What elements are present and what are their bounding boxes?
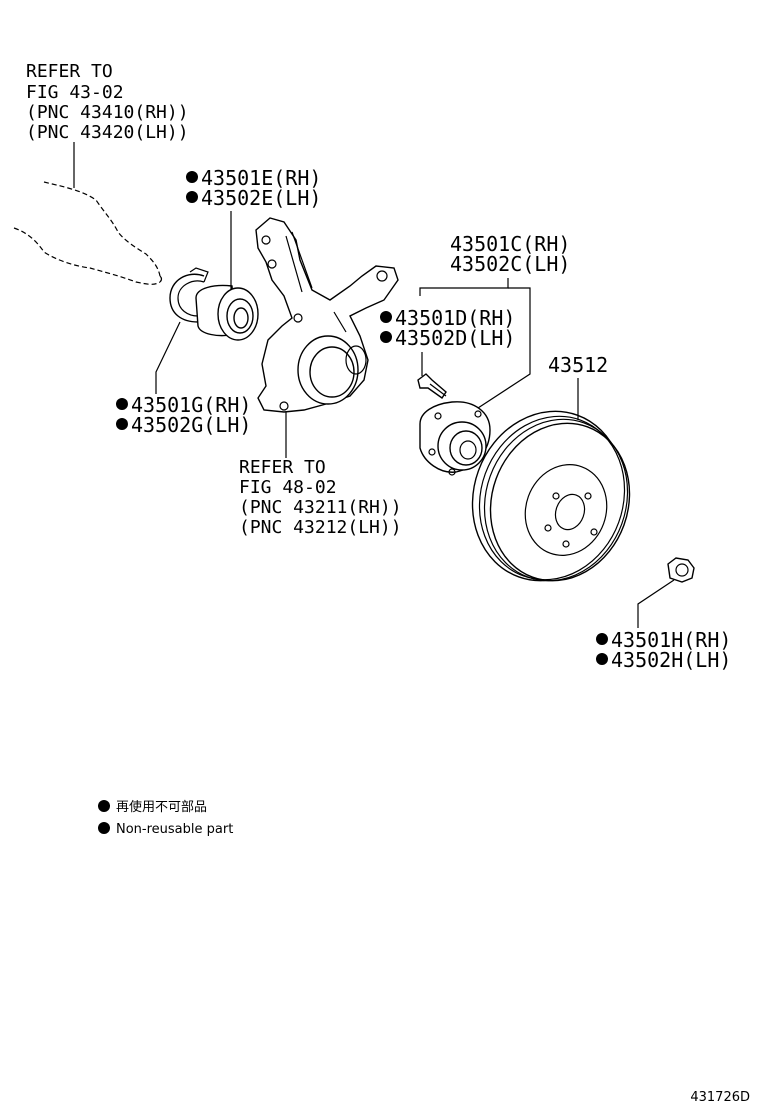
non-reusable-dot [380, 311, 392, 323]
hub-lh-number: 43502C(LH) [450, 252, 570, 276]
bearing-lh-number: 43502E(LH) [201, 186, 321, 210]
snap-ring-rh-number: 43501G(RH) [131, 393, 251, 417]
refer-knuckle-note: REFER TO FIG 48-02 (PNC 43211(RH)) (PNC … [239, 412, 402, 538]
disc-number: 43512 [548, 353, 608, 377]
hub-bracket-right [477, 287, 531, 409]
refer-knuckle-line-4: (PNC 43212(LH)) [239, 517, 402, 538]
legend-japanese-text: 再使用不可部品 [116, 799, 207, 815]
non-reusable-dot [116, 418, 128, 430]
snap-ring-lh-number: 43502G(LH) [131, 413, 251, 437]
refer-knuckle-line-3: (PNC 43211(RH)) [239, 497, 402, 518]
nut-part-label: 43501H(RH) 43502H(LH) [596, 579, 731, 672]
refer-shaft-line-4: (PNC 43420(LH)) [26, 122, 189, 143]
non-reusable-dot [596, 653, 608, 665]
refer-drive-shaft-note: REFER TO FIG 43-02 (PNC 43410(RH)) (PNC … [26, 61, 189, 188]
drive-shaft-drawing [13, 181, 163, 285]
refer-knuckle-line-1: REFER TO [239, 457, 326, 478]
axle-hub-drawing [419, 401, 491, 476]
non-reusable-dot [596, 633, 608, 645]
refer-shaft-line-2: FIG 43-02 [26, 82, 124, 103]
figure-id: 431726D [690, 1090, 750, 1105]
non-reusable-dot [186, 191, 198, 203]
brake-disc-drawing [471, 410, 631, 582]
hub-bolt-rh-number: 43501D(RH) [395, 306, 515, 330]
legend-dot-icon [98, 800, 110, 812]
hub-nut-drawing [667, 557, 695, 583]
legend-dot-icon [98, 822, 110, 834]
hub-bracket-left [419, 278, 509, 296]
hub-bolt-lh-number: 43502D(LH) [395, 326, 515, 350]
wheel-bearing-drawing [195, 284, 259, 341]
bearing-rh-number: 43501E(RH) [201, 166, 321, 190]
legend-english-text: Non-reusable part [116, 822, 233, 837]
snap-ring-part-label: 43501G(RH) 43502G(LH) [116, 321, 251, 437]
hub-bolt-drawing [417, 373, 447, 399]
hub-rh-number: 43501C(RH) [450, 232, 570, 256]
legend: 再使用不可部品 Non-reusable part [98, 799, 233, 837]
non-reusable-dot [116, 398, 128, 410]
non-reusable-dot [186, 171, 198, 183]
hub-part-label: 43501C(RH) 43502C(LH) [419, 232, 570, 409]
steering-knuckle-drawing [255, 217, 399, 413]
snap-ring-drawing [169, 267, 209, 323]
snap-ring-leader [155, 321, 181, 394]
disc-part-label: 43512 [548, 353, 608, 420]
refer-shaft-line-1: REFER TO [26, 61, 113, 82]
hub-bolt-part-label: 43501D(RH) 43502D(LH) [380, 306, 515, 376]
nut-rh-number: 43501H(RH) [611, 628, 731, 652]
non-reusable-dot [380, 331, 392, 343]
refer-shaft-line-3: (PNC 43410(RH)) [26, 102, 189, 123]
bearing-part-label: 43501E(RH) 43502E(LH) [186, 166, 321, 290]
refer-knuckle-line-2: FIG 48-02 [239, 477, 337, 498]
nut-leader [637, 579, 675, 628]
nut-lh-number: 43502H(LH) [611, 648, 731, 672]
